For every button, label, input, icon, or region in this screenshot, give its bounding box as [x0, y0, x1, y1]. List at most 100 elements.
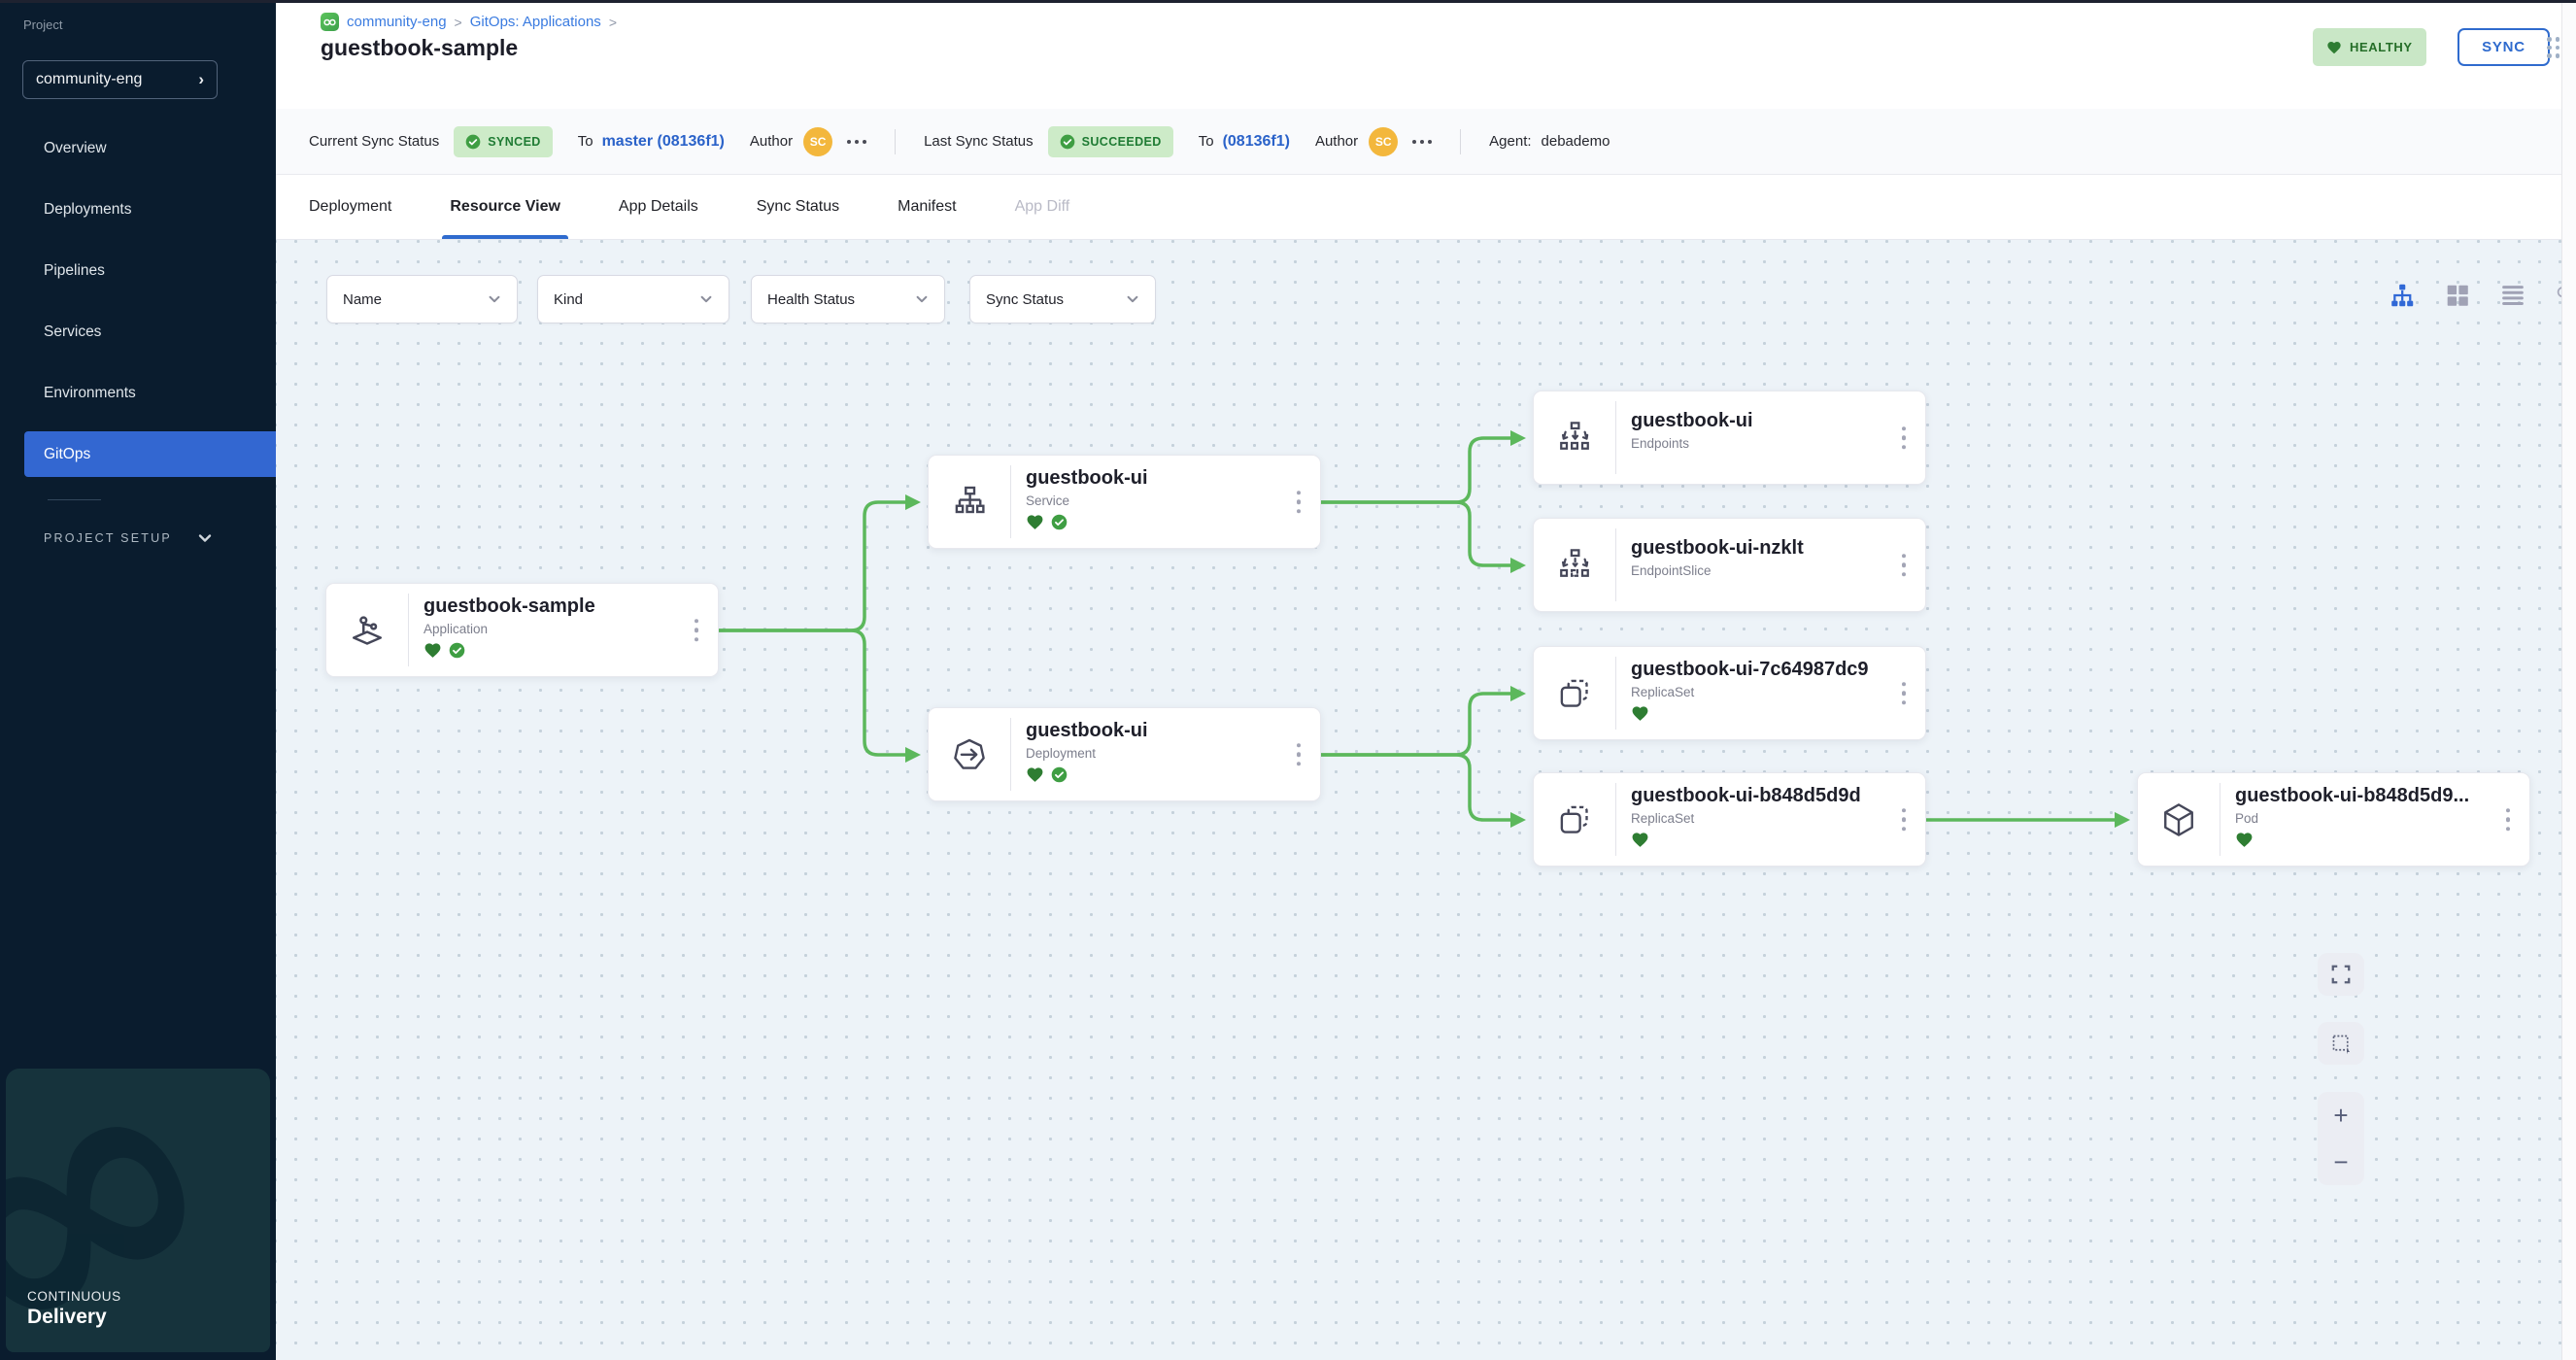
tab-manifest[interactable]: Manifest	[898, 198, 957, 215]
chevron-down-icon	[915, 292, 929, 306]
node-divider	[1010, 465, 1011, 538]
kind-filter-dropdown[interactable]: Kind	[537, 275, 729, 323]
health-status-filter-dropdown[interactable]: Health Status	[751, 275, 945, 323]
sidebar-item-pipelines[interactable]: Pipelines	[44, 261, 105, 279]
breadcrumb-separator: >	[454, 14, 462, 30]
chevron-right-icon: ›	[198, 70, 204, 88]
name-filter-dropdown[interactable]: Name	[326, 275, 518, 323]
brand-delivery: Delivery	[27, 1306, 107, 1328]
sidebar-item-overview[interactable]: Overview	[44, 139, 107, 156]
node-kebab-menu-icon[interactable]	[1898, 550, 1911, 581]
author-label: Author	[1314, 133, 1359, 150]
grid-view-icon[interactable]	[2443, 281, 2472, 310]
divider	[1460, 128, 1462, 154]
node-kebab-menu-icon[interactable]	[691, 615, 703, 646]
agent-value: debademo	[1541, 133, 1610, 150]
ellipsis-icon[interactable]	[847, 139, 867, 144]
node-kebab-menu-icon[interactable]	[1898, 423, 1911, 454]
tab-sync-status[interactable]: Sync Status	[756, 198, 840, 215]
to-label: To	[577, 133, 593, 150]
node-title: guestbook-ui	[1026, 467, 1148, 489]
window-top-edge	[0, 0, 2576, 3]
fullscreen-button[interactable]	[2318, 953, 2364, 996]
node-divider	[1615, 401, 1616, 474]
node-endpoints-guestbook-ui[interactable]: guestbook-ui Endpoints	[1533, 391, 1926, 485]
author-avatar[interactable]: SC	[803, 126, 833, 156]
healthy-heart-icon	[1631, 704, 1649, 723]
node-title: guestbook-ui-nzklt	[1631, 537, 1804, 559]
node-title: guestbook-ui-7c64987dc9	[1631, 659, 1869, 680]
pod-icon	[2159, 800, 2198, 839]
sidebar-item-services[interactable]: Services	[44, 323, 102, 340]
sidebar-item-deployments[interactable]: Deployments	[44, 200, 132, 218]
node-divider	[1615, 528, 1616, 601]
sidebar-item-gitops[interactable]: GitOps	[24, 431, 276, 477]
node-kind: EndpointSlice	[1631, 563, 1712, 578]
breadcrumb-applications-link[interactable]: GitOps: Applications	[469, 14, 601, 30]
sync-status-filter-dropdown[interactable]: Sync Status	[969, 275, 1156, 323]
node-kebab-menu-icon[interactable]	[1293, 739, 1305, 770]
heart-icon	[2326, 40, 2342, 55]
node-divider	[1010, 718, 1011, 791]
node-kebab-menu-icon[interactable]	[1293, 487, 1305, 518]
list-view-icon[interactable]	[2498, 281, 2527, 310]
marquee-select-button[interactable]	[2318, 1022, 2364, 1065]
node-replicaset-guestbook-ui-7c64987dc9[interactable]: guestbook-ui-7c64987dc9 ReplicaSet	[1533, 646, 1926, 740]
node-kind: Pod	[2235, 811, 2259, 826]
sidebar-item-environments[interactable]: Environments	[44, 384, 136, 401]
check-circle-icon	[1060, 134, 1075, 150]
replicaset-icon	[1555, 800, 1594, 839]
gitops-icon	[321, 13, 339, 31]
node-divider	[408, 594, 409, 666]
breadcrumb-project-link[interactable]: community-eng	[347, 14, 447, 30]
synced-check-icon	[1051, 766, 1068, 783]
ellipsis-icon[interactable]	[1412, 139, 1433, 144]
sync-button[interactable]: SYNC	[2457, 28, 2550, 66]
zoom-out-button[interactable]: −	[2333, 1147, 2349, 1176]
tree-view-icon[interactable]	[2388, 281, 2417, 310]
deployment-icon	[950, 735, 989, 774]
scrollbar[interactable]	[2561, 3, 2576, 1360]
node-kind: ReplicaSet	[1631, 685, 1695, 699]
tab-resource-view[interactable]: Resource View	[442, 175, 568, 239]
more-options-icon[interactable]	[2547, 37, 2559, 58]
project-setup-toggle[interactable]: PROJECT SETUP	[44, 530, 213, 546]
chevron-down-icon	[488, 292, 501, 306]
author-avatar[interactable]: SC	[1369, 126, 1399, 156]
view-toggles	[2388, 281, 2561, 310]
synced-check-icon	[1051, 514, 1068, 530]
node-replicaset-guestbook-ui-b848d5d9d[interactable]: guestbook-ui-b848d5d9d ReplicaSet	[1533, 772, 1926, 867]
tab-deployment[interactable]: Deployment	[309, 198, 392, 215]
node-service-guestbook-ui[interactable]: guestbook-ui Service	[928, 455, 1321, 549]
node-kind: Endpoints	[1631, 436, 1690, 451]
sidebar-brand-panel: ∞ CONTINUOUS Delivery	[6, 1069, 270, 1352]
last-target-revision-link[interactable]: (08136f1)	[1222, 132, 1290, 150]
zoom-in-button[interactable]: +	[2333, 1101, 2349, 1130]
node-kebab-menu-icon[interactable]	[2502, 804, 2515, 835]
application-icon	[348, 611, 387, 650]
node-endpointslice-guestbook-ui-nzklt[interactable]: guestbook-ui-nzklt EndpointSlice	[1533, 518, 1926, 612]
node-pod-guestbook-ui-b848d5d9[interactable]: guestbook-ui-b848d5d9... Pod	[2137, 772, 2530, 867]
chevron-down-icon	[699, 292, 713, 306]
healthy-heart-icon	[1631, 831, 1649, 849]
endpointslice-icon	[1555, 546, 1594, 585]
node-kebab-menu-icon[interactable]	[1898, 678, 1911, 709]
cluster-view-icon[interactable]	[2554, 281, 2561, 310]
tab-app-details[interactable]: App Details	[618, 198, 698, 215]
node-title: guestbook-ui	[1631, 410, 1753, 431]
sidebar-divider	[48, 499, 101, 500]
node-kind: Service	[1026, 493, 1070, 508]
main-content: community-eng > GitOps: Applications > g…	[276, 0, 2576, 1360]
succeeded-badge: SUCCEEDED	[1047, 125, 1173, 157]
node-deployment-guestbook-ui[interactable]: guestbook-ui Deployment	[928, 707, 1321, 801]
current-target-revision-link[interactable]: master (08136f1)	[601, 132, 725, 150]
healthy-heart-icon	[424, 641, 442, 660]
node-kebab-menu-icon[interactable]	[1898, 804, 1911, 835]
resource-tree-canvas[interactable]: Name Kind Health Status Sync Status	[276, 240, 2561, 1360]
sidebar: Project community-eng › Overview Deploym…	[0, 0, 276, 1360]
node-kind: ReplicaSet	[1631, 811, 1695, 826]
node-divider	[1615, 783, 1616, 856]
node-application-guestbook-sample[interactable]: guestbook-sample Application	[325, 583, 719, 677]
project-selector[interactable]: community-eng ›	[22, 60, 218, 99]
project-label: Project	[23, 17, 63, 32]
